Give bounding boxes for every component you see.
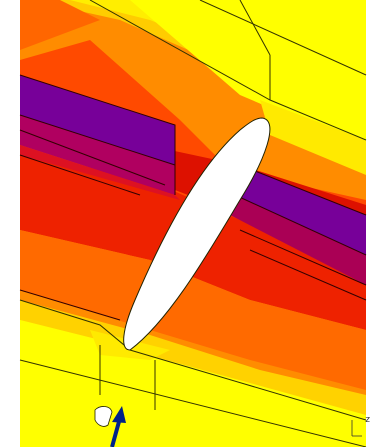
beam-left-underside bbox=[20, 145, 180, 200]
plate-bottom-edges bbox=[19, 299, 367, 421]
beam-right-edges bbox=[239, 164, 367, 216]
cutout-notch bbox=[94, 406, 113, 427]
beam-left-edges bbox=[19, 74, 176, 195]
beam-left-edge-mid bbox=[19, 114, 176, 166]
contour-region-orange-top-left bbox=[20, 0, 100, 50]
viewport-margin bbox=[0, 0, 20, 447]
axis-triad-icon bbox=[351, 420, 362, 437]
plate-top-right-edge-4 bbox=[239, 0, 271, 56]
viewport-margin-right bbox=[366, 0, 376, 447]
plate-top-right bbox=[130, 0, 366, 140]
plate-bottom-edge-2 bbox=[19, 359, 367, 447]
beam-left-top bbox=[20, 75, 175, 165]
cutout-slot bbox=[123, 117, 271, 351]
beam-right-top bbox=[235, 165, 366, 255]
beam-right-front bbox=[230, 195, 366, 285]
axis-label-z: z bbox=[365, 415, 370, 425]
contour-region-orange-lower bbox=[20, 230, 366, 390]
beam-left-front bbox=[20, 115, 175, 195]
strip-right-2 bbox=[249, 249, 367, 301]
arrow-up-icon bbox=[110, 406, 126, 447]
plate-top-right-edge-2 bbox=[199, 0, 367, 76]
strip-left-3 bbox=[19, 289, 121, 321]
strip-left-2 bbox=[19, 154, 141, 196]
plate-top-right-lower bbox=[260, 100, 366, 175]
strip-left-1 bbox=[19, 129, 166, 186]
strip-right-1 bbox=[239, 229, 367, 286]
beam-right-edge-mid bbox=[234, 194, 367, 256]
